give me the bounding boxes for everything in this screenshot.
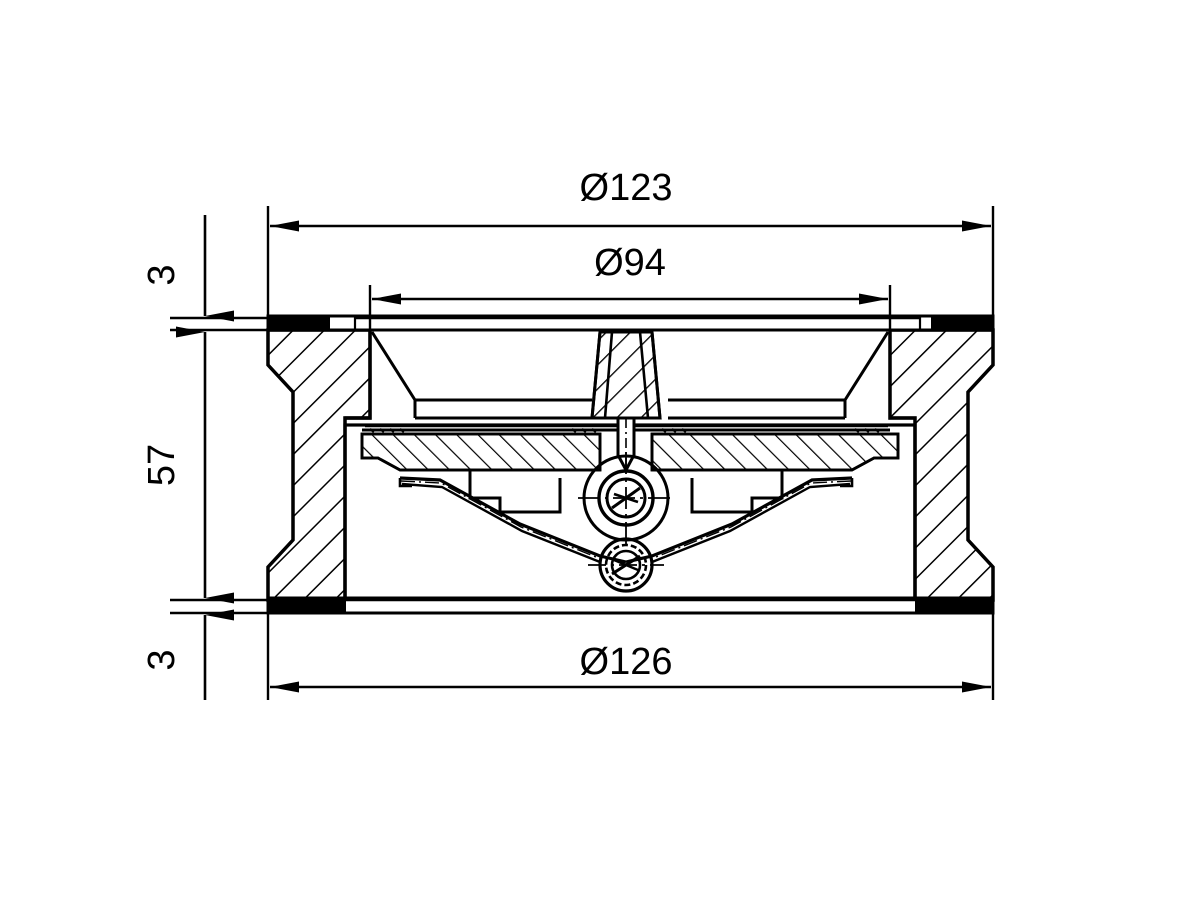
spring-arm-right (625, 476, 854, 564)
bottom-gasket-right (915, 599, 993, 613)
dim-label-outer-bottom: Ø126 (580, 641, 673, 683)
center-boss-ring (578, 452, 674, 548)
dim-label-inner-top: Ø94 (594, 242, 666, 284)
seam-stipple (369, 428, 880, 433)
dimension-labels: Ø123 Ø94 Ø126 3 57 3 (141, 167, 672, 683)
bottom-gasket-left (268, 599, 346, 613)
dim-label-height-bottom: 3 (141, 649, 183, 670)
dim-label-outer-top: Ø123 (580, 167, 673, 209)
center-hub-upper (590, 330, 662, 420)
upper-cone-left (370, 331, 592, 420)
cone-wall-left (345, 330, 372, 420)
top-gasket-left (268, 317, 330, 330)
dimension-lines (170, 206, 995, 700)
bottom-plate (266, 596, 995, 615)
dim-label-height-body: 57 (141, 444, 183, 486)
inner-bracket-right (690, 470, 784, 514)
dim-label-height-top: 3 (141, 264, 183, 285)
top-plate (266, 314, 995, 332)
upper-cone-right (668, 331, 890, 420)
top-gasket-right (931, 317, 993, 330)
diaphragm-plate (360, 424, 900, 472)
inner-bracket-left (468, 470, 562, 514)
spring-arm-left (398, 476, 627, 564)
